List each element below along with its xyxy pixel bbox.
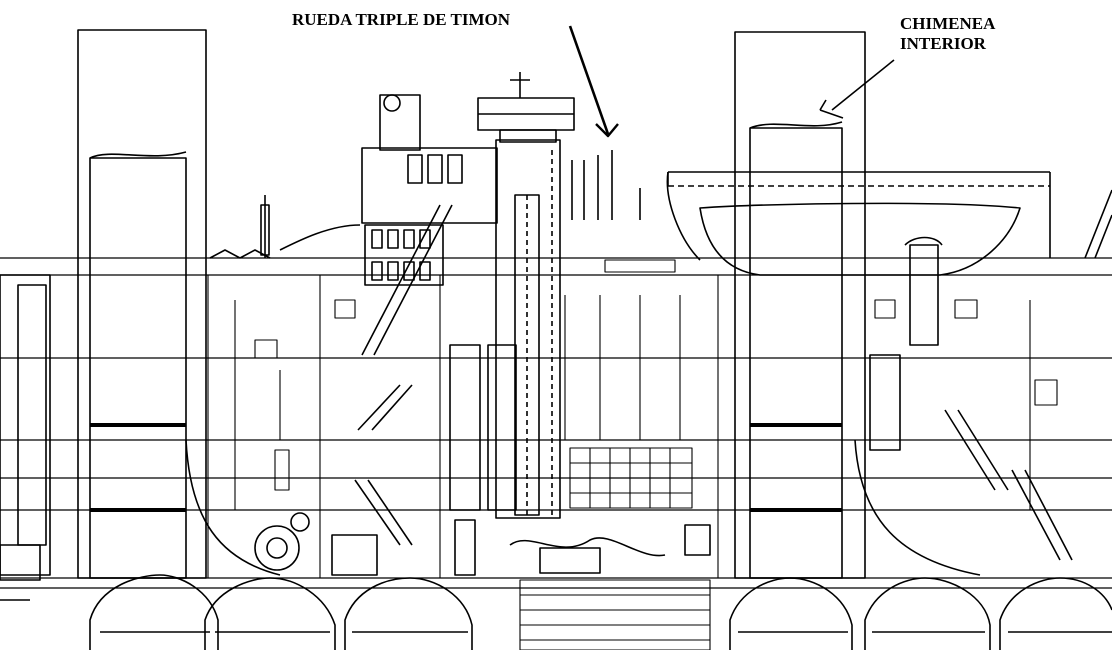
steering-engine-machinery: [254, 512, 711, 576]
steering-column: [495, 129, 561, 519]
wheel-pointer-arrow: [568, 25, 610, 135]
wheel-label: RUEDA TRIPLE DE TIMON: [292, 10, 511, 29]
left-edge-structures: [0, 274, 51, 601]
right-funnel-casing: [734, 31, 981, 579]
lifeboat: [666, 171, 1051, 276]
funnel-pointer-arrow: [831, 59, 895, 111]
left-funnel-casing: [77, 29, 281, 579]
funnel-label-line2: INTERIOR: [900, 34, 986, 53]
inner-funnel-top: [749, 121, 843, 129]
funnel-label-line1: CHIMENEA: [900, 14, 996, 33]
funnel-label: CHIMENEA INTERIOR: [900, 14, 995, 54]
compartment-grid: [207, 259, 1058, 650]
annotation-arrows: [568, 25, 895, 138]
deck-fittings: [209, 150, 1112, 346]
bridge-superstructure: [361, 72, 575, 286]
boiler-arches: [89, 574, 1112, 650]
stairways: [354, 204, 1073, 561]
